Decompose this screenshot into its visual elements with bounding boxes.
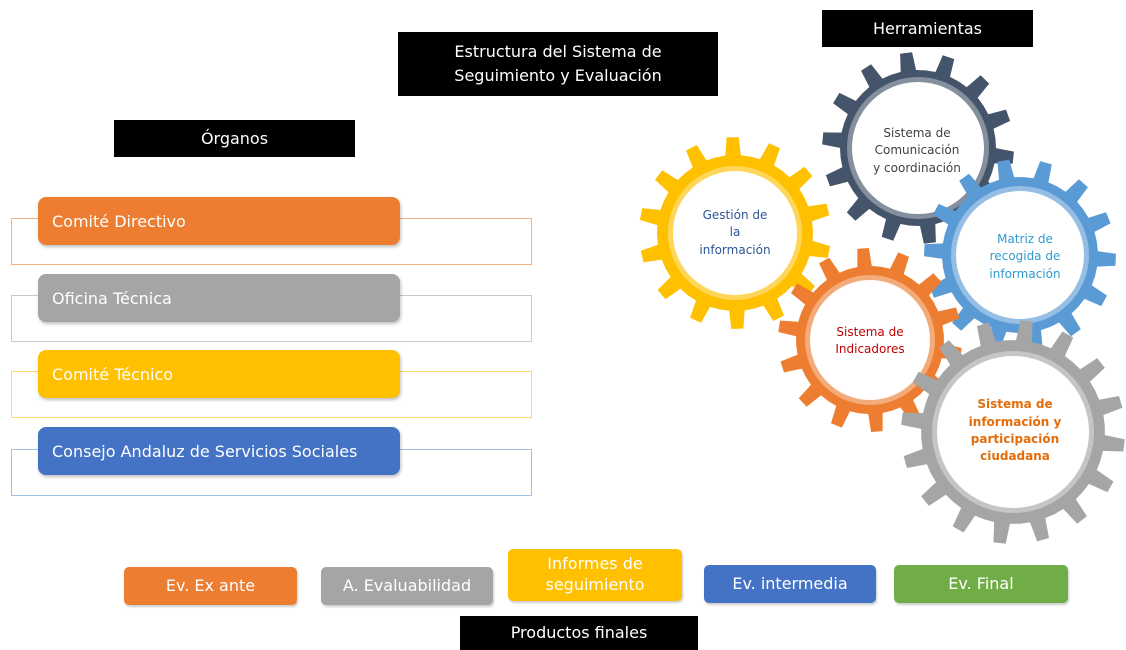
gear-label-line: la (729, 225, 741, 240)
gear-comunicacion-center (852, 82, 984, 214)
producto-ev-ex-ante: Ev. Ex ante (124, 567, 297, 605)
producto-ev-final: Ev. Final (894, 565, 1068, 603)
gear-label-participacion-text: Sistema de información y participación c… (969, 396, 1062, 466)
producto-label: Ev. Final (948, 573, 1014, 593)
gear-matriz (924, 159, 1116, 351)
gear-matriz-center (956, 191, 1084, 319)
gear-label-comunicacion: Sistema de Comunicación y coordinación (842, 116, 992, 186)
gear-label-indicadores: Sistema de Indicadores (810, 316, 930, 366)
producto-label: A. Evaluabilidad (342, 575, 472, 595)
gear-label-line: ciudadana (980, 449, 1050, 464)
organos-heading: Órganos (114, 120, 355, 157)
gear-label-matriz: Matriz de recogida de información (965, 222, 1085, 292)
gear-label-gestion: Gestión de la información (680, 198, 790, 268)
gear-label-line: Sistema de (883, 125, 951, 140)
producto-label: Ev. Ex ante (165, 575, 256, 595)
gear-label-indicadores-text: Sistema de Indicadores (835, 324, 904, 359)
gear-label-line: Sistema de (977, 397, 1053, 412)
producto-label: Ev. intermedia (732, 573, 848, 593)
productos-heading: Productos finales (460, 616, 698, 650)
gear-label-line: Comunicación (874, 143, 960, 158)
gear-label-line: participación (970, 432, 1060, 446)
gear-comunicacion (822, 52, 1014, 244)
gear-indicadores-center (810, 280, 930, 400)
gear-label-line: Sistema de (836, 324, 904, 339)
organo-comite-directivo: Comité Directivo (38, 197, 400, 245)
gear-label-comunicacion-text: Sistema de Comunicación y coordinación (873, 125, 961, 177)
producto-informes-seguimiento: Informes de seguimiento (508, 549, 682, 601)
gear-gestion (639, 137, 831, 329)
gear-label-line: información y (968, 414, 1062, 429)
title-line-1: Estructura del Sistema de (454, 42, 662, 61)
producto-label: Informes de (547, 554, 643, 574)
gear-label-gestion-text: Gestión de la información (699, 207, 770, 259)
title-line-2: Seguimiento y Evaluación (454, 66, 662, 85)
producto-label: seguimiento (545, 575, 645, 594)
gear-label-line: recogida de (989, 249, 1061, 264)
organo-oficina-tecnica: Oficina Técnica (38, 274, 400, 322)
organo-consejo-andaluz: Consejo Andaluz de Servicios Sociales (38, 427, 400, 475)
gear-indicadores (778, 248, 962, 432)
gear-label-line: información (699, 242, 771, 257)
diagram-title: Estructura del Sistema de Seguimiento y … (398, 32, 718, 96)
gear-label-matriz-text: Matriz de recogida de información (989, 231, 1060, 283)
gear-gestion-center (673, 171, 797, 295)
gear-participacion (901, 320, 1125, 544)
gear-label-line: Indicadores (835, 342, 905, 356)
herramientas-heading: Herramientas (822, 10, 1033, 47)
gear-label-line: y coordinación (873, 160, 961, 175)
gear-participacion-center (937, 356, 1089, 508)
producto-a-evaluabilidad: A. Evaluabilidad (321, 567, 493, 605)
organo-comite-tecnico: Comité Técnico (38, 350, 400, 398)
gear-label-line: Matriz de (997, 231, 1053, 246)
gear-label-participacion: Sistema de información y participación c… (950, 388, 1080, 474)
gear-label-line: Gestión de (702, 207, 768, 222)
producto-ev-intermedia: Ev. intermedia (704, 565, 876, 603)
gear-label-line: información (989, 266, 1061, 281)
